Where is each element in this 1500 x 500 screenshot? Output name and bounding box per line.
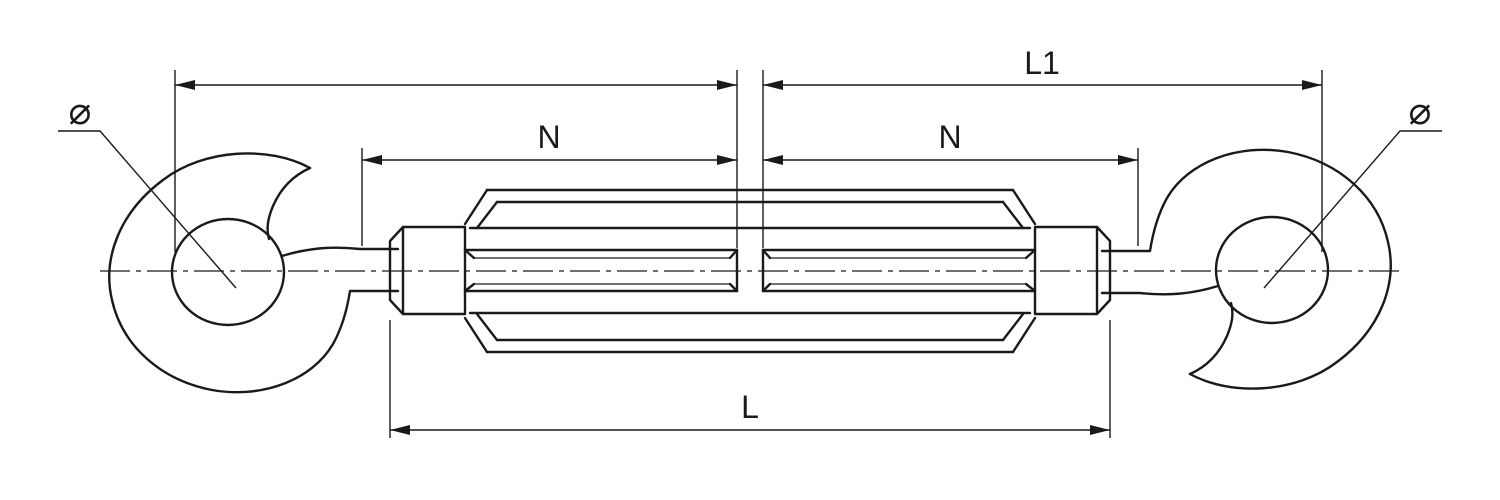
dia-symbol-right: ⌀ [1409, 89, 1432, 133]
diameter-callout-right: ⌀ [1263, 89, 1442, 289]
dim-label-l1: L1 [1024, 45, 1060, 81]
turnbuckle-body [463, 188, 1037, 354]
left-end-nut [388, 225, 467, 316]
dia-symbol-left: ⌀ [69, 89, 92, 133]
right-threaded-rod [761, 248, 1037, 293]
dimension-n-left: N [362, 119, 737, 165]
dimension-l: L [390, 389, 1110, 435]
right-end-nut [1033, 225, 1112, 316]
left-threaded-rod [463, 248, 739, 293]
dim-label-n-left: N [537, 119, 560, 155]
dimension-n-right: N [763, 119, 1138, 165]
leader-line-left [58, 130, 237, 289]
left-hook [108, 152, 400, 394]
dim-label-n-right: N [938, 119, 961, 155]
right-hook [1100, 148, 1392, 390]
leader-line-right [1263, 130, 1442, 289]
diameter-callout-left: ⌀ [58, 89, 237, 289]
dim-label-l: L [741, 389, 759, 425]
extension-lines [174, 70, 1323, 438]
dimension-l1: L1 [175, 45, 1322, 90]
